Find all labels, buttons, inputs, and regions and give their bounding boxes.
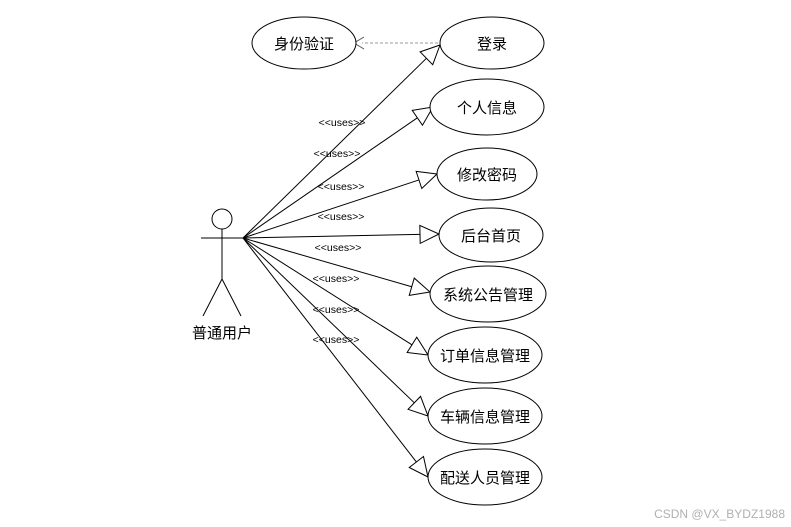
actor-left-leg (202, 278, 223, 317)
use-case-delivery-staff-mgmt: 配送人员管理 (427, 448, 543, 506)
association-arrow-head (406, 336, 429, 356)
include-relation (353, 36, 438, 50)
use-case-label: 订单信息管理 (440, 347, 530, 365)
association-line (242, 237, 413, 346)
actor-head (211, 208, 233, 230)
stereotype-label: <<uses>> (314, 148, 361, 160)
use-case-login: 登录 (439, 16, 545, 70)
stereotype-label: <<uses>> (313, 273, 360, 285)
use-case-label: 个人信息 (457, 99, 517, 117)
association-line (242, 179, 420, 239)
use-case-personal-info: 个人信息 (429, 78, 545, 136)
association-line (242, 237, 415, 404)
association-arrow-head (419, 224, 441, 245)
association-arrow-head (411, 106, 434, 127)
stereotype-label: <<uses>> (319, 117, 366, 129)
associations: <<uses>> <<uses>> <<uses>> <<uses>> <<uses>>… (242, 44, 441, 478)
association-arrow-head (408, 455, 429, 478)
association-arrow-head (419, 44, 441, 66)
actor: 普通用户 (192, 208, 252, 342)
use-case-label: 配送人员管理 (440, 469, 530, 487)
use-case-label: 身份验证 (274, 35, 334, 53)
use-case-system-notice-mgmt: 系统公告管理 (429, 265, 547, 323)
use-case-order-info-mgmt: 订单信息管理 (427, 326, 543, 384)
use-case-backend-home: 后台首页 (438, 207, 544, 263)
use-case-change-password: 修改密码 (436, 147, 538, 201)
actor-label: 普通用户 (192, 324, 252, 342)
stereotype-label: <<uses>> (313, 304, 360, 316)
stereotype-label: <<uses>> (315, 242, 362, 254)
association-arrow-head (415, 170, 439, 190)
association-arrow-head (407, 395, 429, 417)
association-line (242, 117, 418, 239)
association-line (242, 233, 421, 239)
use-case-label: 后台首页 (461, 227, 521, 245)
use-case-identity-verification: 身份验证 (251, 16, 357, 70)
stereotype-label: <<uses>> (318, 181, 365, 193)
association-line (242, 237, 417, 463)
stereotype-label: <<uses>> (313, 334, 360, 346)
use-case-label: 系统公告管理 (443, 286, 533, 304)
use-case-label: 修改密码 (457, 166, 517, 184)
stereotype-label: <<uses>> (318, 211, 365, 223)
use-case-vehicle-info-mgmt: 车辆信息管理 (427, 387, 543, 445)
watermark: CSDN @VX_BYDZ1988 (654, 507, 785, 521)
actor-right-leg (221, 278, 242, 317)
association-arrow-head (408, 277, 432, 296)
use-case-label: 登录 (477, 35, 507, 53)
association-line (242, 57, 427, 239)
use-case-label: 车辆信息管理 (440, 408, 530, 426)
association-line (242, 237, 412, 288)
